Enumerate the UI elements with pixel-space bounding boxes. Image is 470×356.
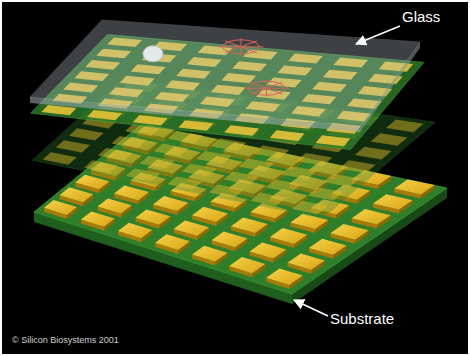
electrode-pad xyxy=(373,194,413,209)
electrode-pad xyxy=(266,269,303,285)
electrode-pad xyxy=(231,217,268,233)
electrode-pad xyxy=(339,160,375,173)
electrode-pad xyxy=(154,144,189,157)
electrode-pad xyxy=(60,187,94,202)
electrode-pad xyxy=(355,147,392,160)
electrode-pad xyxy=(136,209,171,224)
electrode-pad xyxy=(308,187,344,200)
electrode-pad xyxy=(323,174,359,187)
electrode-pad xyxy=(192,207,228,222)
part-label: Glass xyxy=(402,8,440,25)
electrode-pad xyxy=(209,185,244,198)
electrode-pad xyxy=(229,257,265,273)
electrode-pad xyxy=(56,140,90,152)
electrode-pad xyxy=(296,153,332,166)
electrode-pad xyxy=(43,152,77,165)
electrode-pad xyxy=(309,239,347,255)
electrode-pad xyxy=(98,148,133,161)
electrode-pad xyxy=(114,185,149,200)
electrode-pad xyxy=(270,228,307,244)
electrode-pad xyxy=(87,110,122,120)
electrode-pad xyxy=(239,159,275,172)
electrode-pad xyxy=(140,156,175,169)
electrode-pad xyxy=(178,120,213,131)
copyright-note: © Silicon Biosystems 2001 xyxy=(12,335,119,345)
electrode-pad xyxy=(84,160,118,173)
electrode-pad xyxy=(330,224,368,240)
electrode-pad xyxy=(196,151,231,164)
electrode-pad xyxy=(288,254,325,270)
electrode-pad xyxy=(44,200,77,215)
electrode-pad xyxy=(211,138,247,151)
electrode-pad xyxy=(75,175,109,190)
electrode-pad xyxy=(133,115,168,125)
electrode-pad xyxy=(69,128,104,140)
electrode-pad xyxy=(266,179,302,192)
electrode-pad xyxy=(111,136,146,148)
electrode-pad xyxy=(316,135,351,146)
electrode-pad xyxy=(394,179,434,194)
electrode-pad xyxy=(212,232,248,248)
electrode-pad xyxy=(281,166,317,179)
electrode-pad xyxy=(352,209,391,225)
electrode-pad xyxy=(224,125,259,136)
electrode-pad xyxy=(270,130,305,141)
part-label: Substrate xyxy=(330,310,394,327)
electrode-pad xyxy=(192,246,227,262)
electrode-pad xyxy=(292,201,328,215)
electrode-pad xyxy=(224,172,259,185)
leader-line xyxy=(356,26,400,44)
electrode-pad xyxy=(118,223,152,239)
electrode-pad xyxy=(155,234,190,250)
leader-line xyxy=(294,300,328,316)
electrode-pad xyxy=(126,168,161,181)
electrode-pad xyxy=(98,198,132,213)
electrode-pad xyxy=(386,120,423,133)
electrode-pad xyxy=(250,193,285,206)
electrode-pad xyxy=(167,177,202,190)
electrode-pad xyxy=(371,133,408,146)
electrode-pad xyxy=(250,243,287,259)
electrode-pad xyxy=(253,146,289,159)
electrode-pad xyxy=(81,211,115,226)
electrode-pad xyxy=(168,131,203,143)
electrode-pad xyxy=(153,196,188,211)
electrode-pad xyxy=(182,164,217,177)
glass-plate xyxy=(30,20,420,126)
electrode-pad xyxy=(174,221,209,237)
